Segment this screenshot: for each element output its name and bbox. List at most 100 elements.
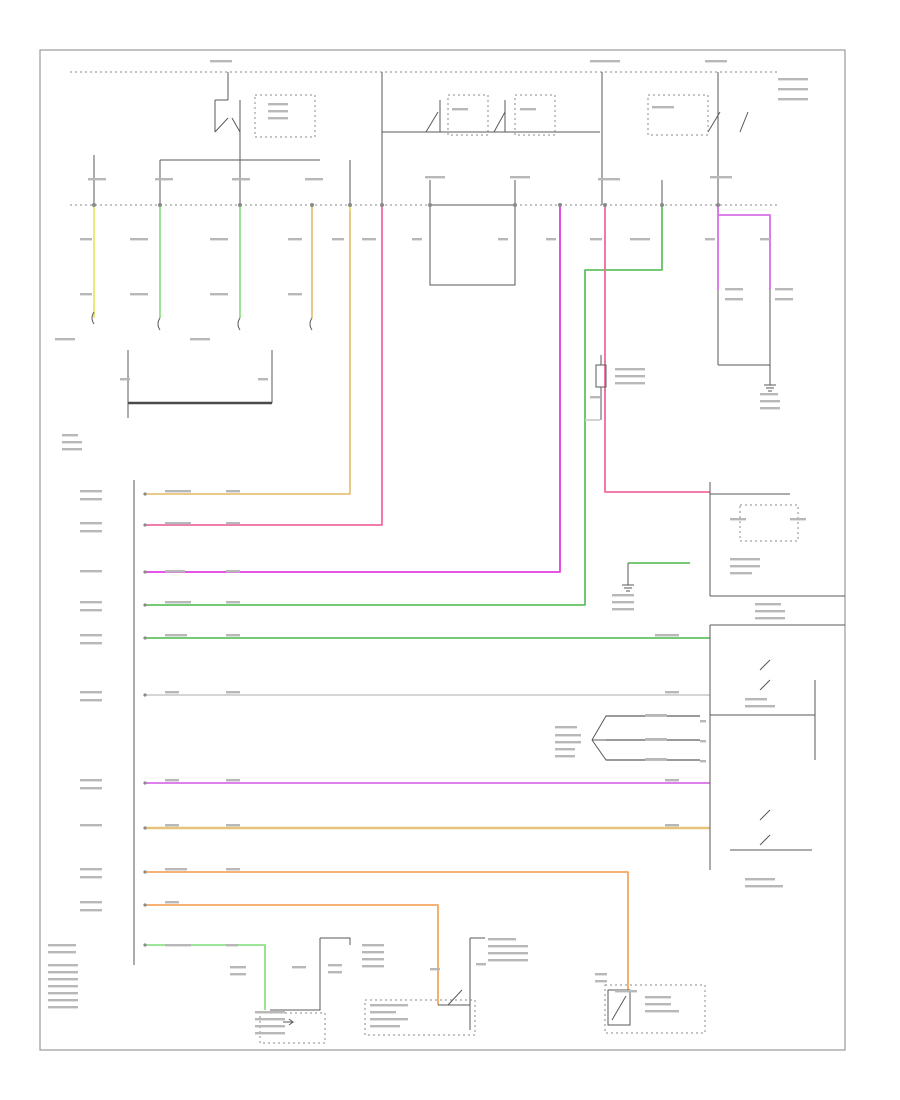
- illegible-label-mark: [80, 601, 102, 604]
- illegible-label-mark: [48, 1006, 78, 1009]
- wire-magenta-riser: [145, 205, 561, 573]
- illegible-label-mark: [760, 393, 778, 396]
- diagram-frame: [39, 49, 846, 1051]
- illegible-label-mark: [268, 103, 288, 106]
- illegible-label-mark: [190, 338, 210, 341]
- illegible-label-mark: [232, 178, 250, 181]
- illegible-label-mark: [48, 971, 78, 974]
- ground-right: [717, 290, 776, 392]
- right-module-lower: [709, 624, 845, 870]
- fanout-left: [591, 715, 700, 761]
- bus-pin: [603, 203, 607, 207]
- relay-block-middle: [381, 72, 600, 205]
- bus-pin: [158, 203, 162, 207]
- illegible-label-mark: [705, 238, 715, 241]
- illegible-label-mark: [755, 603, 781, 606]
- illegible-label-mark: [555, 734, 581, 737]
- illegible-label-mark: [362, 238, 376, 241]
- illegible-label-mark: [80, 868, 102, 871]
- module-pin: [143, 492, 147, 496]
- bottom-switch-right: [364, 937, 485, 1036]
- illegible-label-mark: [725, 298, 743, 301]
- bus-pin: [558, 203, 562, 207]
- illegible-label-mark: [48, 978, 78, 981]
- illegible-label-mark: [165, 522, 191, 525]
- illegible-label-mark: [778, 98, 808, 101]
- illegible-label-mark: [488, 938, 516, 941]
- illegible-label-mark: [62, 448, 82, 451]
- illegible-label-mark: [130, 293, 148, 296]
- illegible-label-mark: [370, 1025, 400, 1028]
- illegible-label-mark: [80, 238, 92, 241]
- illegible-label-mark: [210, 238, 228, 241]
- module-pin: [143, 826, 147, 830]
- illegible-label-mark: [700, 760, 706, 763]
- illegible-label-mark: [555, 741, 581, 744]
- illegible-label-mark: [598, 178, 620, 181]
- illegible-label-mark: [80, 824, 102, 827]
- illegible-label-mark: [730, 518, 746, 521]
- illegible-label-mark: [255, 1032, 285, 1035]
- illegible-label-mark: [705, 60, 727, 63]
- relay-block-left: [160, 72, 320, 161]
- module-pin: [143, 570, 147, 574]
- illegible-label-mark: [80, 642, 102, 645]
- illegible-label-mark: [645, 1010, 679, 1013]
- bus-pin: [92, 203, 96, 207]
- illegible-label-mark: [80, 909, 102, 912]
- illegible-label-mark: [55, 338, 75, 341]
- wire-green-bottom: [145, 944, 266, 1010]
- illegible-label-mark: [155, 178, 173, 181]
- illegible-label-mark: [510, 176, 530, 179]
- illegible-label-mark: [488, 945, 528, 948]
- illegible-label-mark: [645, 758, 667, 761]
- illegible-label-mark: [590, 238, 602, 241]
- illegible-label-mark: [590, 396, 600, 399]
- wire-green-riser: [145, 205, 663, 606]
- illegible-label-mark: [730, 558, 760, 561]
- wire-orange-main-a: [145, 871, 629, 990]
- illegible-label-mark: [255, 1018, 285, 1021]
- illegible-label-mark: [80, 490, 102, 493]
- illegible-label-mark: [590, 60, 620, 63]
- module-pin: [143, 781, 147, 785]
- illegible-label-mark: [555, 755, 575, 758]
- illegible-label-mark: [255, 1025, 285, 1028]
- illegible-label-mark: [48, 964, 78, 967]
- illegible-label-mark: [292, 966, 306, 969]
- illegible-label-mark: [288, 238, 302, 241]
- module-pin: [143, 870, 147, 874]
- illegible-label-mark: [165, 601, 191, 604]
- illegible-label-mark: [226, 691, 240, 694]
- illegible-label-mark: [745, 705, 775, 708]
- ground-bar-left: [127, 350, 273, 418]
- illegible-label-mark: [520, 108, 536, 111]
- illegible-label-mark: [210, 60, 232, 63]
- illegible-label-mark: [652, 106, 674, 109]
- bus-pin: [238, 203, 242, 207]
- illegible-label-mark: [80, 522, 102, 525]
- bus-pin: [348, 203, 352, 207]
- illegible-label-mark: [655, 634, 679, 637]
- illegible-label-mark: [412, 238, 422, 241]
- illegible-label-mark: [775, 298, 793, 301]
- illegible-label-mark: [710, 176, 732, 179]
- wire-tan-riser: [145, 205, 351, 495]
- illegible-label-mark: [328, 964, 342, 967]
- illegible-label-mark: [165, 901, 179, 904]
- illegible-label-mark: [165, 691, 179, 694]
- illegible-label-mark: [362, 958, 384, 961]
- illegible-label-mark: [48, 992, 78, 995]
- illegible-label-mark: [498, 238, 508, 241]
- wire-group: [93, 205, 771, 1010]
- illegible-label-mark: [230, 966, 246, 969]
- illegible-label-mark: [62, 441, 82, 444]
- illegible-label-mark: [120, 378, 130, 381]
- illegible-label-mark: [328, 971, 342, 974]
- illegible-label-mark: [80, 691, 102, 694]
- illegible-label-mark: [555, 726, 577, 729]
- bus-pin: [660, 203, 664, 207]
- bus-pin: [310, 203, 314, 207]
- illegible-label-mark: [226, 522, 240, 525]
